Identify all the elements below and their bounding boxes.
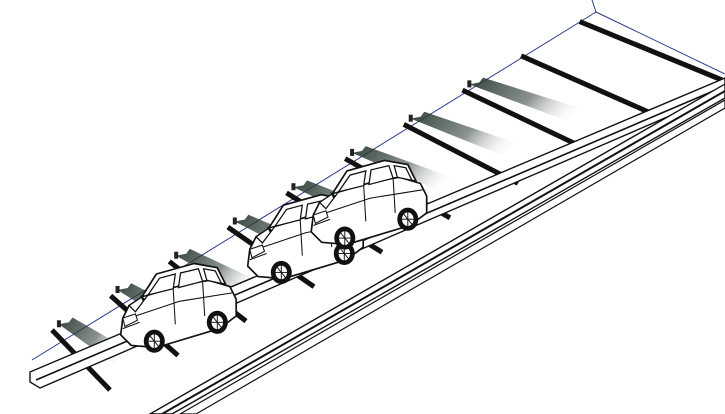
bay-line-8	[520, 53, 656, 117]
beam-7	[410, 111, 535, 160]
bay-line-9	[578, 19, 723, 83]
bay-line-7	[461, 87, 588, 152]
sensor-7	[408, 114, 413, 122]
sensor-1	[56, 320, 61, 328]
beam-8	[469, 77, 601, 126]
sensor-4	[232, 217, 237, 225]
camera-sensors	[56, 80, 472, 328]
sensor-8	[467, 80, 472, 88]
wall-corner-edge	[591, 0, 597, 13]
side-edge	[595, 11, 725, 75]
sensor-3	[174, 251, 179, 259]
sensor-5	[291, 183, 296, 191]
sensor-6	[350, 148, 355, 156]
sensor-2	[115, 286, 120, 294]
